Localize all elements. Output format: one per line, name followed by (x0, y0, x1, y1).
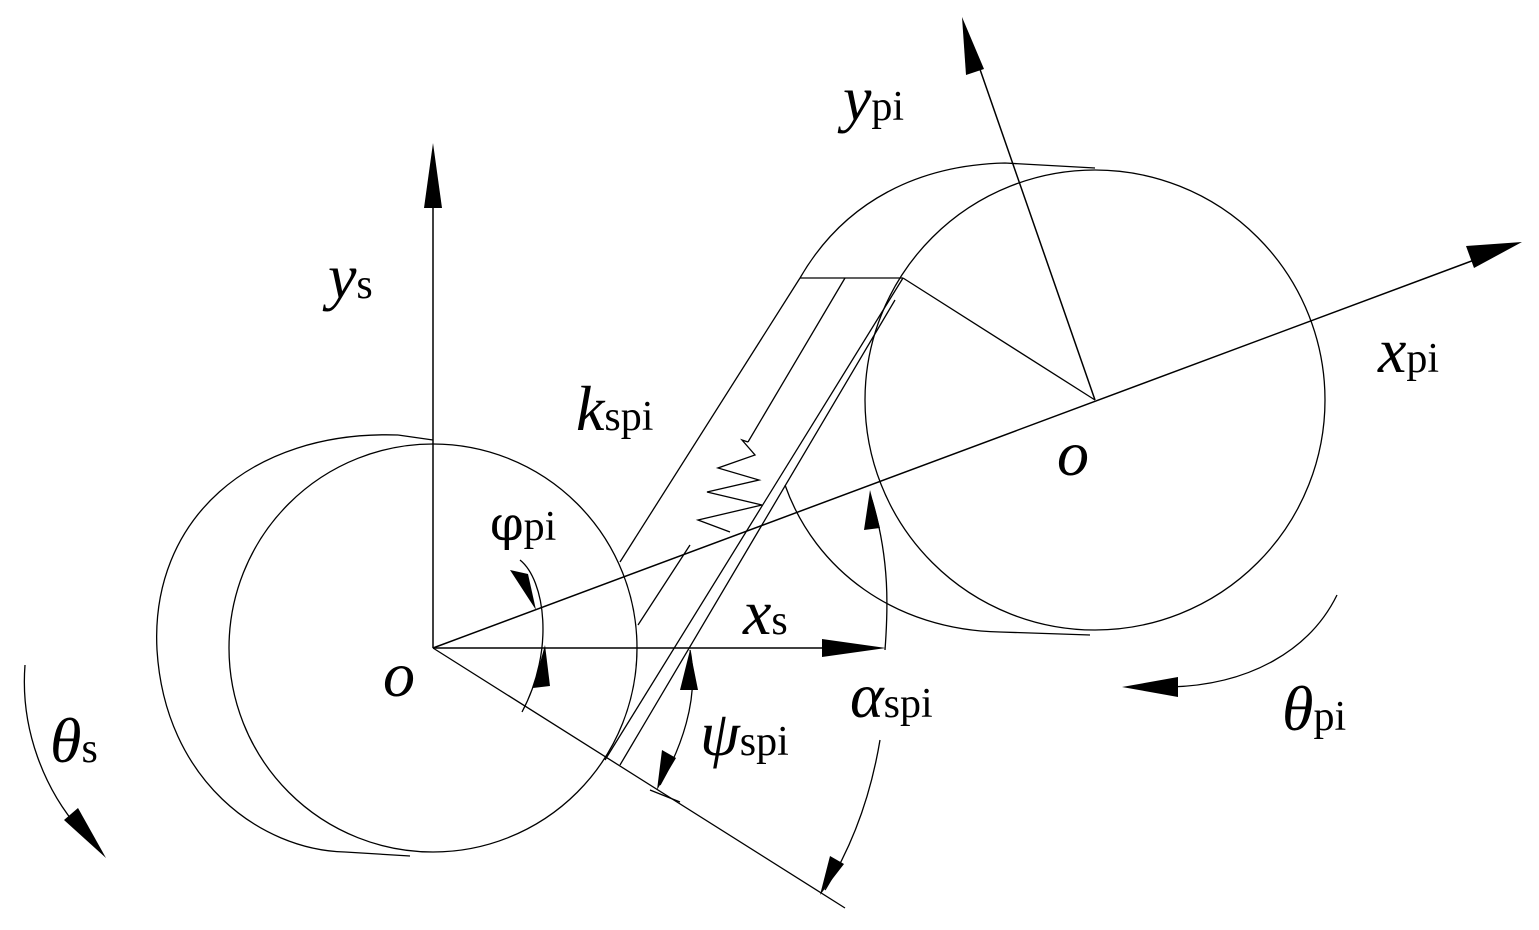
psi-spi-arrowhead-bottom (657, 750, 676, 790)
label-origin-planet: o (1057, 418, 1089, 489)
spring-rod-lower (637, 544, 691, 626)
label-xs: xs (742, 577, 788, 648)
planet-radius-to-contact (902, 277, 1096, 401)
psi-spi-tick (649, 789, 681, 803)
sun-coordinate-frame (424, 143, 886, 657)
xs-axis-arrowhead (822, 639, 886, 657)
label-theta-pi: θpi (1282, 673, 1346, 744)
planet-gear-lower-outline (784, 484, 1091, 636)
sun-radius-to-contact (432, 647, 846, 909)
sun-gear-base-outline (156, 434, 399, 853)
labels: ys ypi xpi xs kspi φpi ψspi αspi θs θpi … (50, 63, 1439, 776)
theta-s-arrowhead (64, 808, 106, 858)
planet-gear-pitch-circle (864, 169, 1326, 631)
mesh-geometry (432, 277, 1096, 909)
angle-markers (23, 490, 1338, 895)
alpha-spi-arrowhead-bottom (820, 856, 844, 895)
psi-spi-arrowhead-top (680, 650, 698, 690)
label-ypi: ypi (837, 63, 904, 134)
label-origin-sun: o (383, 639, 415, 710)
theta-pi-arrowhead (1122, 677, 1178, 697)
label-alpha-spi: αspi (850, 660, 933, 731)
label-kspi: kspi (576, 373, 653, 444)
label-ys: ys (322, 241, 373, 312)
mesh-spring (695, 438, 763, 533)
xpi-axis-arrowhead (1466, 242, 1522, 268)
phi-pi-arc (519, 559, 544, 713)
alpha-spi-arrowhead-top (864, 490, 880, 530)
label-theta-s: θs (50, 705, 98, 776)
theta-s-rotation-arc (23, 664, 81, 831)
xpi-axis (432, 255, 1486, 649)
phi-pi-arrowhead (510, 570, 536, 610)
ypi-axis-arrowhead (962, 17, 984, 75)
spring-housing-left (619, 277, 801, 563)
label-psi-spi: ψspi (700, 698, 789, 769)
line-of-action (604, 277, 904, 761)
sun-gear-outline-tick-top (397, 434, 434, 441)
planet-coordinate-frame (432, 17, 1522, 649)
planet-gear-upper-outline (799, 162, 1096, 279)
ypi-axis (974, 54, 1096, 401)
line-of-action-parallel (619, 299, 896, 766)
planet-gear (784, 162, 1326, 636)
label-xpi: xpi (1377, 315, 1439, 386)
phi-pi-arrowhead-lower (533, 645, 550, 688)
label-phi-pi: φpi (490, 496, 556, 552)
spring-rod-upper (747, 277, 846, 443)
theta-pi-rotation-arc (1169, 594, 1338, 688)
sun-gear-outline-tick-bottom (344, 851, 411, 857)
ys-axis-arrowhead (424, 143, 442, 208)
